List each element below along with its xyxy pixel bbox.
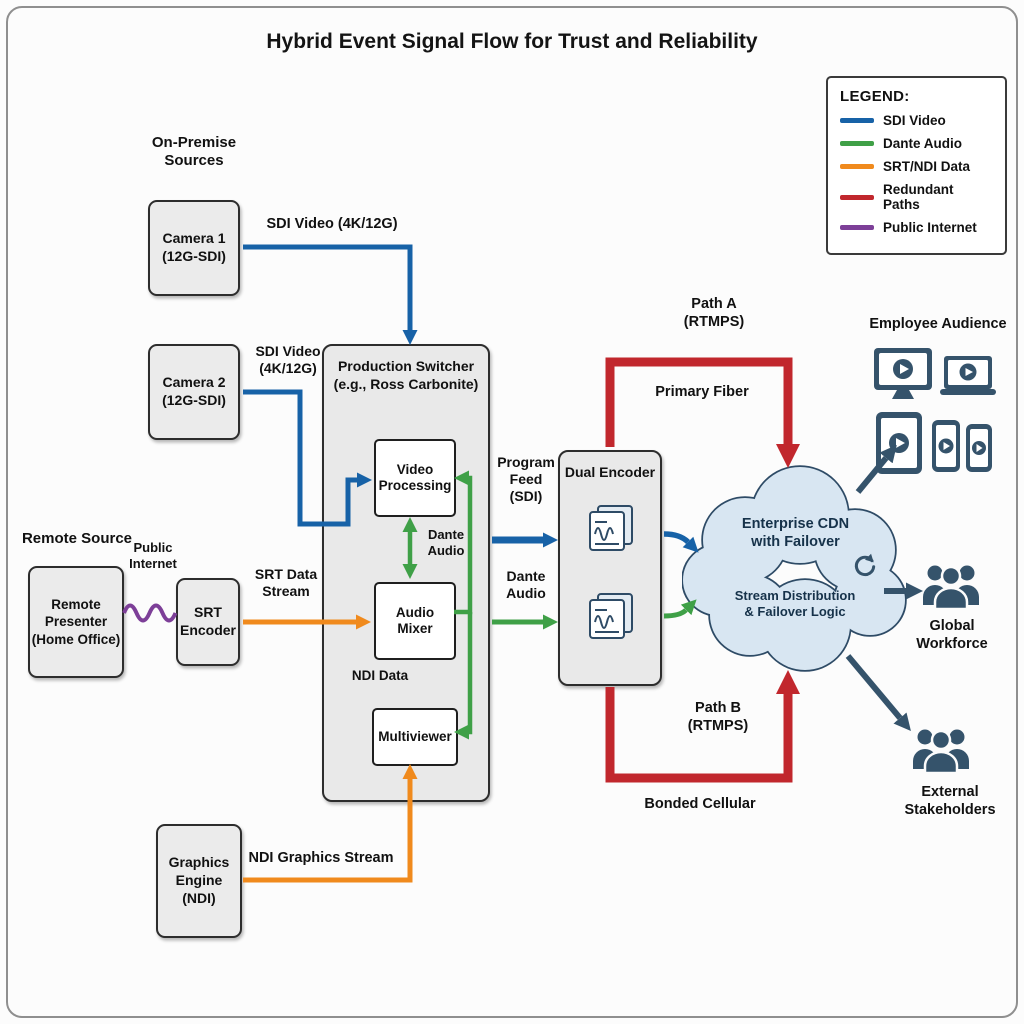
- encoder-document-icon: [589, 593, 633, 639]
- label-path-b: Path B (RTMPS): [687, 700, 749, 734]
- tablet-icon: [876, 412, 922, 474]
- legend-item-sdi-video: SDI Video: [840, 113, 993, 128]
- legend-item-label: SRT/NDI Data: [883, 159, 971, 174]
- label-public-internet: Public Internet: [129, 540, 177, 571]
- node-graphics-engine: Graphics Engine (NDI): [156, 824, 242, 938]
- node-dual-encoder: Dual Encoder: [558, 450, 662, 686]
- dante-audio-swatch: [840, 141, 874, 146]
- legend-item-redundant-paths: Redundant Paths: [840, 182, 993, 212]
- legend-item-dante-audio: Dante Audio: [840, 136, 993, 151]
- diagram-title: Hybrid Event Signal Flow for Trust and R…: [266, 30, 758, 53]
- production-switcher-title: Production Switcher (e.g., Ross Carbonit…: [333, 358, 479, 392]
- public-internet-swatch: [840, 225, 874, 230]
- global-workforce-people-icon: [923, 565, 979, 610]
- external-stakeholders-people-icon: [913, 729, 969, 774]
- legend-item-label: Public Internet: [883, 220, 977, 235]
- label-ndi-graphics-stream: NDI Graphics Stream: [248, 850, 394, 866]
- failover-refresh-icon: [854, 553, 876, 577]
- phone-icon: [932, 420, 960, 472]
- node-video-processing: Video Processing: [374, 439, 456, 517]
- label-ndi-data: NDI Data: [351, 668, 409, 683]
- sdi-video-swatch: [840, 118, 874, 123]
- label-dante-audio-internal: Dante Audio: [427, 527, 465, 558]
- enterprise-cdn-cloud-shape: [682, 465, 907, 672]
- label-global-workforce: Global Workforce: [916, 618, 988, 652]
- legend-item-srt-ndi-data: SRT/NDI Data: [840, 159, 993, 174]
- node-production-switcher: Production Switcher (e.g., Ross Carbonit…: [322, 344, 490, 802]
- label-srt-data-stream: SRT Data Stream: [254, 566, 318, 600]
- legend-item-label: Dante Audio: [883, 136, 962, 151]
- legend-item-label: SDI Video: [883, 113, 946, 128]
- redundant-paths-swatch: [840, 194, 874, 200]
- dual-encoder-title: Dual Encoder: [564, 464, 656, 480]
- node-camera-2: Camera 2 (12G-SDI): [148, 344, 240, 440]
- label-sdi-video-cam2: SDI Video (4K/12G): [255, 343, 321, 377]
- laptop-icon: [940, 356, 996, 395]
- phone-icon: [966, 424, 992, 472]
- legend-item-label: Redundant Paths: [883, 182, 954, 212]
- remote-source-heading: Remote Source: [21, 530, 133, 547]
- label-path-a: Path A (RTMPS): [683, 296, 745, 330]
- node-audio-mixer: Audio Mixer: [374, 582, 456, 660]
- label-bonded-cellular: Bonded Cellular: [644, 796, 756, 812]
- legend: LEGEND: SDI Video Dante Audio SRT/NDI Da…: [826, 76, 1007, 255]
- node-multiviewer: Multiviewer: [372, 708, 458, 766]
- legend-heading: LEGEND:: [840, 88, 910, 105]
- legend-item-public-internet: Public Internet: [840, 220, 993, 235]
- outer-border: [6, 6, 1018, 1018]
- srt-ndi-swatch: [840, 164, 874, 169]
- label-dante-audio-out: Dante Audio: [506, 568, 546, 602]
- encoder-document-icon: [589, 505, 633, 551]
- label-program-feed: Program Feed (SDI): [497, 454, 555, 505]
- node-remote-presenter: Remote Presenter (Home Office): [28, 566, 124, 678]
- label-primary-fiber: Primary Fiber: [655, 384, 749, 400]
- employee-devices-icon-group: [874, 348, 996, 474]
- node-camera-1: Camera 1 (12G-SDI): [148, 200, 240, 296]
- cloud-title: Enterprise CDN with Failover: [741, 516, 850, 550]
- on-premise-sources-heading: On-Premise Sources: [151, 134, 237, 170]
- cloud-subtitle: Stream Distribution & Failover Logic: [734, 588, 856, 619]
- desktop-monitor-icon: [874, 348, 932, 399]
- label-sdi-video-cam1: SDI Video (4K/12G): [266, 216, 398, 232]
- node-srt-encoder: SRT Encoder: [176, 578, 240, 666]
- label-external-stakeholders: External Stakeholders: [904, 784, 996, 818]
- label-employee-audience: Employee Audience: [869, 316, 1007, 332]
